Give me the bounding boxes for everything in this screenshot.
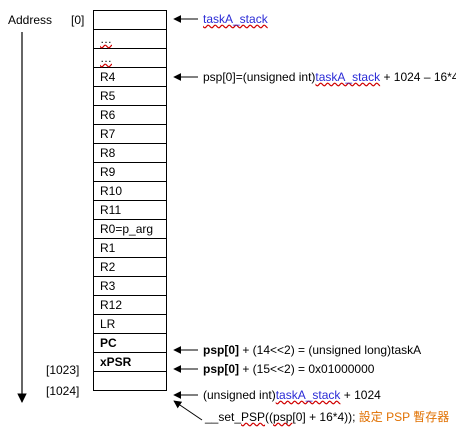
stack-cell-label: R9: [100, 165, 116, 179]
set-psp-mid: ((: [265, 410, 274, 424]
set-psp-comment: 設定 PSP 暫存器: [358, 410, 450, 424]
arrow-set-psp: [173, 400, 203, 421]
stack-cell: [93, 11, 167, 30]
stack-cell: R7: [93, 125, 167, 144]
stack-cell: [93, 372, 167, 391]
stack-cell: R9: [93, 163, 167, 182]
stack-cell: R1: [93, 239, 167, 258]
stack-cell-label: PC: [100, 336, 117, 350]
index-1024-label: [1024]: [46, 384, 80, 398]
stack-cell: R10: [93, 182, 167, 201]
psp-r4-name: taskA_stack: [315, 70, 381, 84]
address-label: Address: [8, 13, 53, 27]
taskA-stack-name: taskA_stack: [203, 12, 268, 26]
stack-cell-label: R3: [100, 279, 116, 293]
set-psp-psp: PSP: [241, 410, 266, 424]
stack-cell-label: R8: [100, 146, 116, 160]
stack-cell: R0=p_arg: [93, 220, 167, 239]
stack-cell-label: R12: [100, 298, 123, 312]
set-psp-rest: [0] + 16*4));: [292, 410, 356, 424]
top-annotation: (unsigned int)taskA_stack + 1024: [203, 388, 381, 402]
stack-cell: R3: [93, 277, 167, 296]
xpsr-annotation-bold: psp[0]: [203, 362, 239, 376]
stack-cell-label: R0=p_arg: [100, 222, 154, 236]
stack-cell-label: R4: [100, 70, 116, 84]
stack-cell: xPSR: [93, 353, 167, 372]
set-psp-psp-array: psp: [273, 410, 293, 424]
pc-annotation: psp[0] + (14<<2) = (unsigned long)taskA: [203, 343, 421, 357]
stack-cell-label: R5: [100, 89, 116, 103]
stack-cell-label: R2: [100, 260, 116, 274]
xpsr-annotation: psp[0] + (15<<2) = 0x01000000: [203, 362, 374, 376]
stack-cell: PC: [93, 334, 167, 353]
stack-cell: R11: [93, 201, 167, 220]
stack-cell: R8: [93, 144, 167, 163]
index-0-label: [0]: [71, 13, 85, 27]
stack-cell-label: …: [100, 51, 112, 65]
top-annotation-suffix: + 1024: [340, 388, 381, 402]
psp-r4-annotation: psp[0]=(unsigned int)taskA_stack + 1024 …: [203, 70, 456, 84]
stack-cell-label: R7: [100, 127, 116, 141]
pc-annotation-rest: + (14<<2) = (unsigned long)taskA: [239, 343, 422, 357]
stack-cell-label: R1: [100, 241, 116, 255]
set-psp-annotation: __set_PSP((psp[0] + 16*4)); 設定 PSP 暫存器: [205, 410, 449, 424]
stack-cell: R2: [93, 258, 167, 277]
stack-cell: …: [93, 30, 167, 49]
psp-r4-prefix: psp[0]=(unsigned int): [203, 70, 316, 84]
set-psp-prefix: __set_: [205, 410, 242, 424]
stack-cell-label: LR: [100, 317, 116, 331]
stack-cell-label: …: [100, 32, 112, 46]
stack-cell: R5: [93, 87, 167, 106]
stack-cell-label: xPSR: [100, 355, 132, 369]
psp-r4-suffix: + 1024 – 16*4: [380, 70, 456, 84]
top-annotation-prefix: (unsigned int): [203, 388, 276, 402]
stack-cell-label: R11: [100, 203, 122, 217]
stack-cell-label: R10: [100, 184, 123, 198]
taskA-stack-label: taskA_stack: [203, 12, 268, 26]
stack-cell: R12: [93, 296, 167, 315]
pc-annotation-bold: psp[0]: [203, 343, 239, 357]
stack-cell: R6: [93, 106, 167, 125]
stack-cell: LR: [93, 315, 167, 334]
top-annotation-name: taskA_stack: [275, 388, 341, 402]
stack-cell: R4: [93, 68, 167, 87]
index-1023-label: [1023]: [46, 363, 80, 377]
stack-cell: …: [93, 49, 167, 68]
xpsr-annotation-rest: + (15<<2) = 0x01000000: [239, 362, 375, 376]
stack-cell-label: R6: [100, 108, 116, 122]
